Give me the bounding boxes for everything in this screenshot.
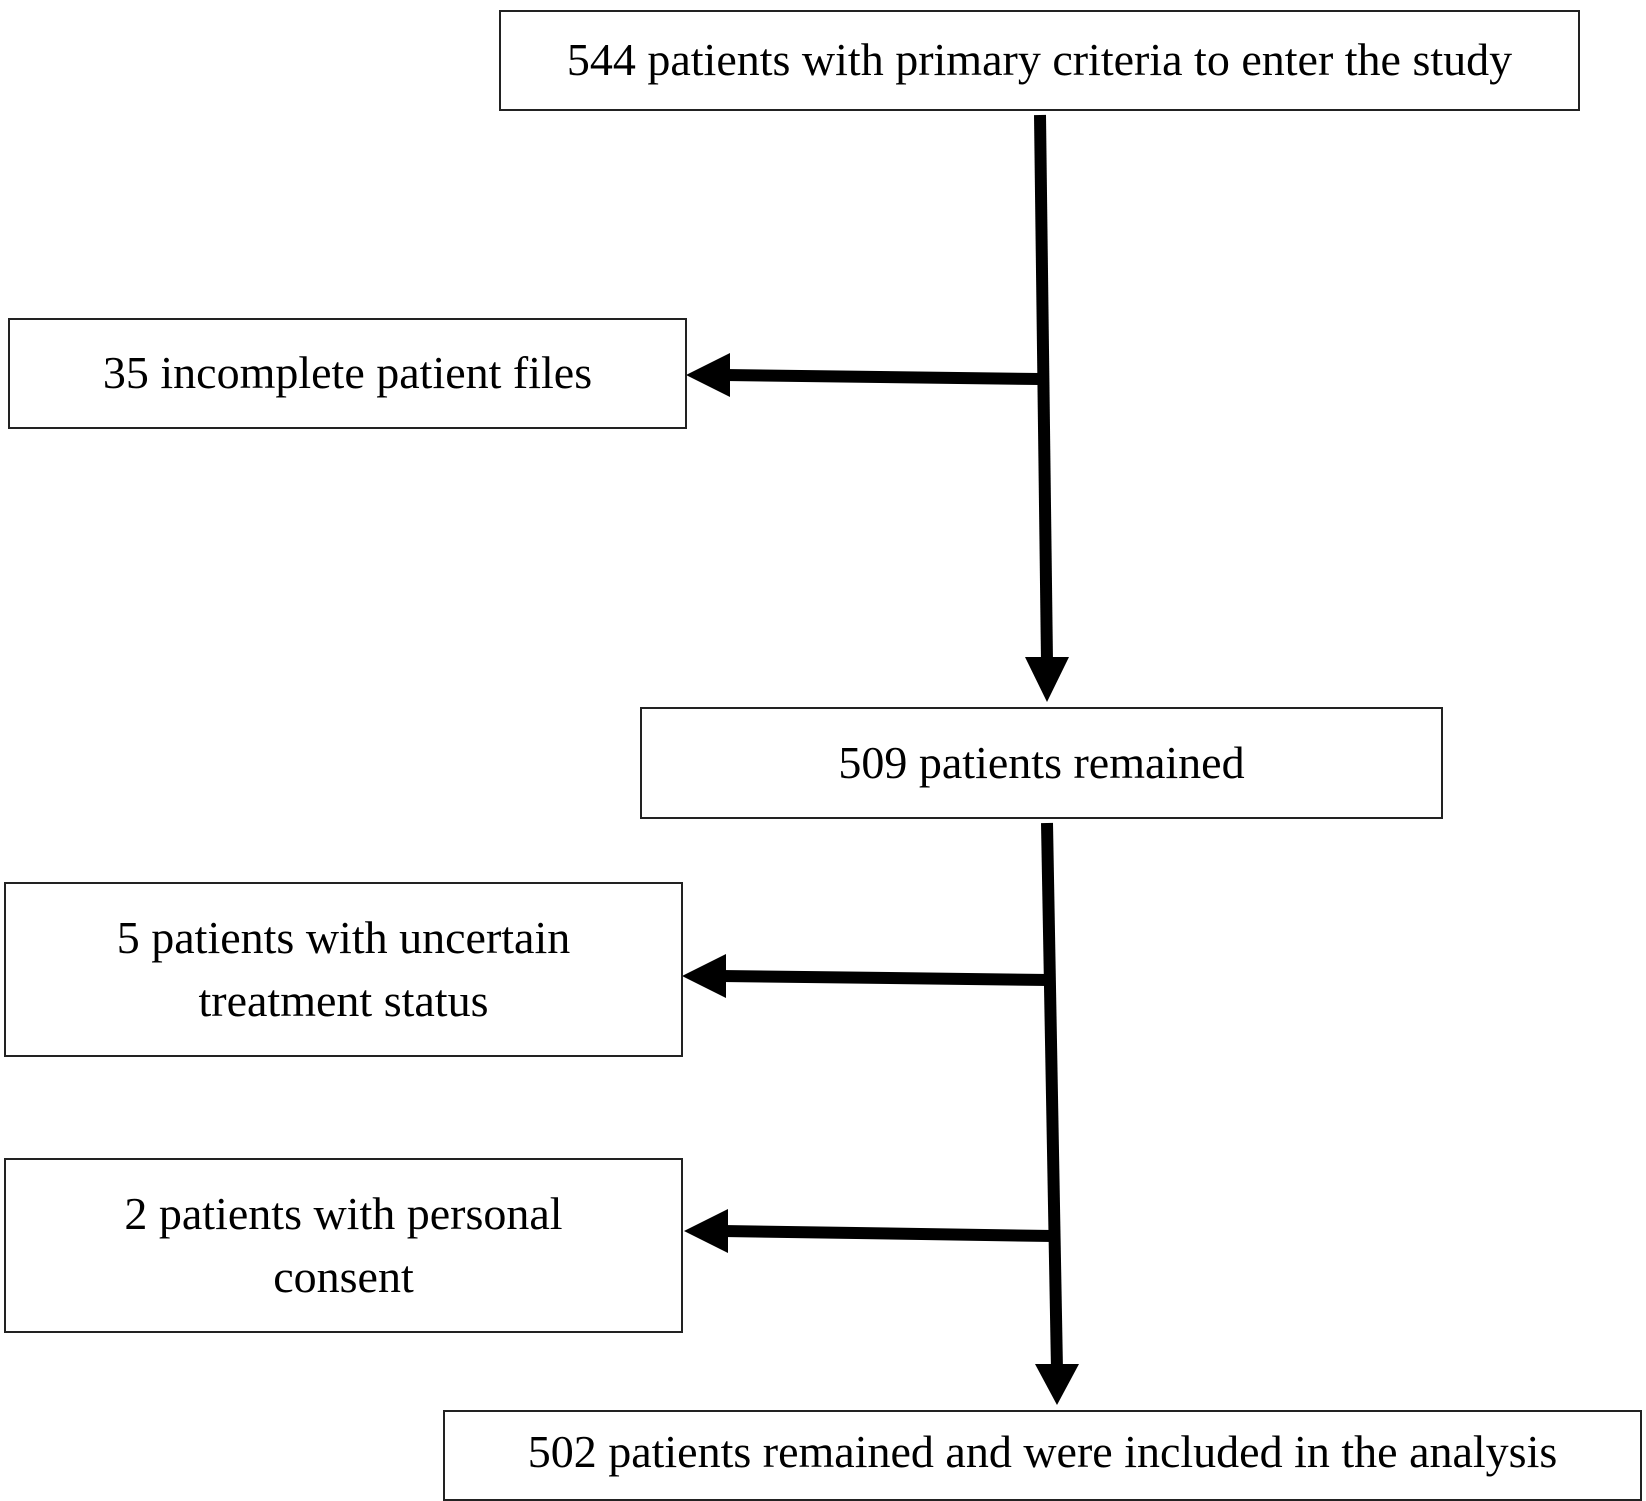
arrow-main-2-shaft — [1041, 822, 1063, 1371]
arrow-branch-2-shaft — [720, 970, 1050, 986]
start-box: 544 patients with primary criteria to en… — [499, 10, 1580, 111]
exclusion-box-personal-consent: 2 patients with personal consent — [4, 1158, 683, 1333]
arrow-main-2-head — [1035, 1364, 1079, 1405]
arrow-branch-1-shaft — [724, 369, 1041, 385]
exclusion-label-personal-consent: 2 patients with personal consent — [124, 1188, 563, 1302]
exclusion-label-uncertain-treatment: 5 patients with uncertain treatment stat… — [116, 912, 571, 1026]
arrow-main-1-shaft — [1034, 114, 1053, 663]
exclusion-label-incomplete-files: 35 incomplete patient files — [102, 347, 593, 399]
start-label: 544 patients with primary criteria to en… — [566, 34, 1513, 86]
final-label: 502 patients remained and were included … — [527, 1426, 1558, 1478]
arrow-branch-3-head — [684, 1209, 728, 1253]
remaining-box-509: 509 patients remained — [640, 707, 1443, 819]
final-box: 502 patients remained and were included … — [443, 1410, 1642, 1501]
arrow-branch-3-shaft — [722, 1225, 1054, 1242]
exclusion-box-incomplete-files: 35 incomplete patient files — [8, 318, 687, 429]
arrow-main-1-head — [1025, 657, 1069, 702]
exclusion-box-uncertain-treatment: 5 patients with uncertain treatment stat… — [4, 882, 683, 1057]
remaining-label-509: 509 patients remained — [838, 736, 1245, 788]
arrow-branch-1-head — [686, 353, 730, 397]
arrow-branch-2-head — [682, 954, 726, 998]
